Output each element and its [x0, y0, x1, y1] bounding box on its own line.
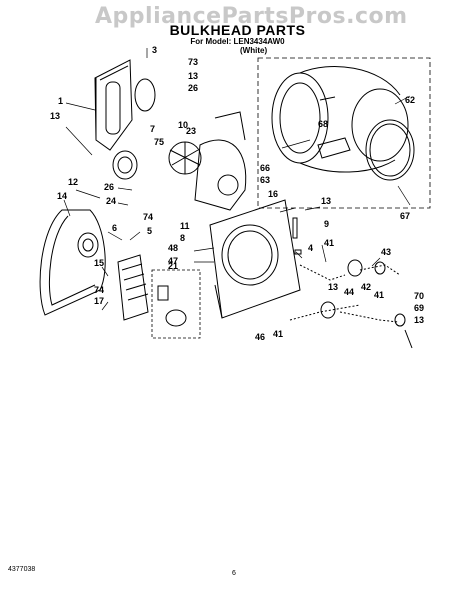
callout-1: 1 — [58, 96, 64, 106]
callout-24: 24 — [106, 196, 117, 206]
callout-13: 13 — [188, 71, 199, 81]
callout-16: 16 — [268, 189, 279, 199]
drum-drawing — [271, 66, 415, 181]
callout-67: 67 — [400, 211, 411, 221]
document-number: 4377038 — [8, 566, 36, 573]
model-line: For Model: LEN3434AW0 — [190, 37, 285, 46]
callout-17: 17 — [94, 296, 105, 306]
callout-13: 13 — [414, 315, 425, 325]
callout-13: 13 — [328, 282, 339, 292]
callout-41: 41 — [273, 329, 284, 339]
callout-13: 13 — [50, 111, 61, 121]
callout-48: 48 — [168, 243, 179, 253]
blower-drawing — [112, 111, 247, 211]
callout-12: 12 — [68, 177, 79, 187]
callout-11: 11 — [180, 221, 190, 231]
harness-box-drawing — [151, 269, 201, 339]
callout-8: 8 — [180, 233, 186, 243]
callout-4: 4 — [308, 243, 314, 253]
callout-26: 26 — [104, 182, 115, 192]
watermark: AppliancePartsPros.com — [95, 4, 408, 29]
callout-47: 47 — [168, 256, 179, 266]
callout-69: 69 — [414, 303, 425, 313]
callout-15: 15 — [94, 258, 105, 268]
callout-10: 10 — [178, 120, 189, 130]
callout-43: 43 — [381, 247, 392, 257]
callout-46: 46 — [255, 332, 266, 342]
page-number: 6 — [232, 570, 236, 577]
callout-13: 13 — [321, 196, 332, 206]
callout-66: 66 — [260, 163, 271, 173]
callout-5: 5 — [147, 226, 153, 236]
callout-74: 74 — [94, 285, 105, 295]
callout-9: 9 — [324, 219, 330, 229]
callout-62: 62 — [405, 95, 416, 105]
callout-74: 74 — [143, 212, 154, 222]
felt-seal-ring — [134, 78, 156, 112]
callout-41: 41 — [374, 290, 385, 300]
callout-70: 70 — [414, 291, 425, 301]
callout-73: 73 — [188, 57, 199, 67]
callout-63: 63 — [260, 175, 271, 185]
callout-68: 68 — [318, 119, 329, 129]
callout-3: 3 — [152, 45, 158, 55]
callout-75: 75 — [154, 137, 165, 147]
color-line: (White) — [240, 46, 268, 55]
callout-14: 14 — [57, 191, 68, 201]
leader-lines — [63, 48, 411, 311]
callout-21: 21 — [168, 261, 179, 271]
callout-41: 41 — [324, 238, 335, 248]
callout-7: 7 — [150, 124, 156, 134]
callout-44: 44 — [344, 287, 355, 297]
heating-element-drawing — [117, 254, 149, 321]
page-title: BULKHEAD PARTS — [169, 22, 306, 38]
callout-42: 42 — [361, 282, 372, 292]
idler-pulley-drawing — [289, 259, 413, 349]
drive-belt-drawing — [39, 209, 106, 316]
front-bulkhead-drawing — [209, 199, 302, 319]
callout-23: 23 — [186, 126, 197, 136]
callout-6: 6 — [112, 223, 118, 233]
callout-26: 26 — [188, 83, 199, 93]
drum-assembly-box — [257, 57, 431, 209]
rear-bulkhead-drawing — [94, 59, 133, 151]
